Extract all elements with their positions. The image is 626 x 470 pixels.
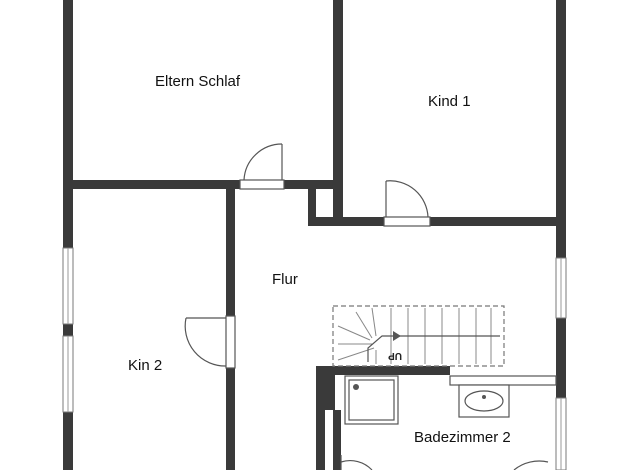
wall-bath-top (316, 366, 450, 375)
door-eltern-schlaf (239, 143, 285, 190)
walls (63, 0, 566, 470)
wall-kin2-flur-bottom (226, 368, 235, 470)
stair-outline (332, 305, 505, 367)
staircase: UP (332, 305, 505, 367)
window-left-upper (62, 247, 74, 325)
wall-bath-left-inner (325, 366, 335, 410)
stair-arrow (393, 331, 401, 341)
room-label-kin2: Kin 2 (128, 357, 162, 374)
wall-kind1-bottom-left (308, 217, 384, 226)
outer-wall-left-mid (63, 324, 73, 336)
window-left-lower (62, 335, 74, 413)
wall-eltern-bottom-right (284, 180, 343, 189)
room-label-eltern-schlaf: Eltern Schlaf (155, 73, 241, 90)
vanity-counter (449, 375, 557, 386)
room-label-badezimmer2: Badezimmer 2 (414, 429, 511, 446)
outer-wall-right-top (556, 0, 566, 258)
outer-wall-left-bottom (63, 412, 73, 470)
bath-fixtures (344, 375, 557, 425)
wall-eltern-kind1 (333, 0, 343, 222)
room-label-flur: Flur (272, 271, 298, 288)
wall-eltern-bottom-left (63, 180, 240, 189)
outer-wall-left-top (63, 0, 73, 248)
stair-up-label: UP (388, 350, 402, 361)
wall-kin2-flur-top (226, 189, 235, 316)
shaft-wall-left (308, 189, 316, 226)
outer-wall-right-mid (556, 318, 566, 398)
shower-tray (344, 375, 399, 425)
doors (184, 143, 549, 470)
door-bath-2 (513, 460, 549, 470)
window-right-flur (555, 257, 567, 319)
room-labels: Eltern Schlaf Kind 1 Flur Kin 2 Badezimm… (128, 73, 511, 446)
stair-walkline (367, 335, 500, 362)
room-label-kind1: Kind 1 (428, 93, 471, 110)
washbasin (458, 384, 510, 418)
wall-bath-left (316, 366, 325, 470)
door-kind1 (383, 180, 431, 227)
door-bath (340, 455, 373, 470)
windows (62, 247, 567, 470)
door-kin2 (184, 315, 236, 369)
wall-bath-left-lower (333, 410, 341, 470)
window-right-bath (555, 397, 567, 470)
wall-kind1-bottom-right (430, 217, 566, 226)
